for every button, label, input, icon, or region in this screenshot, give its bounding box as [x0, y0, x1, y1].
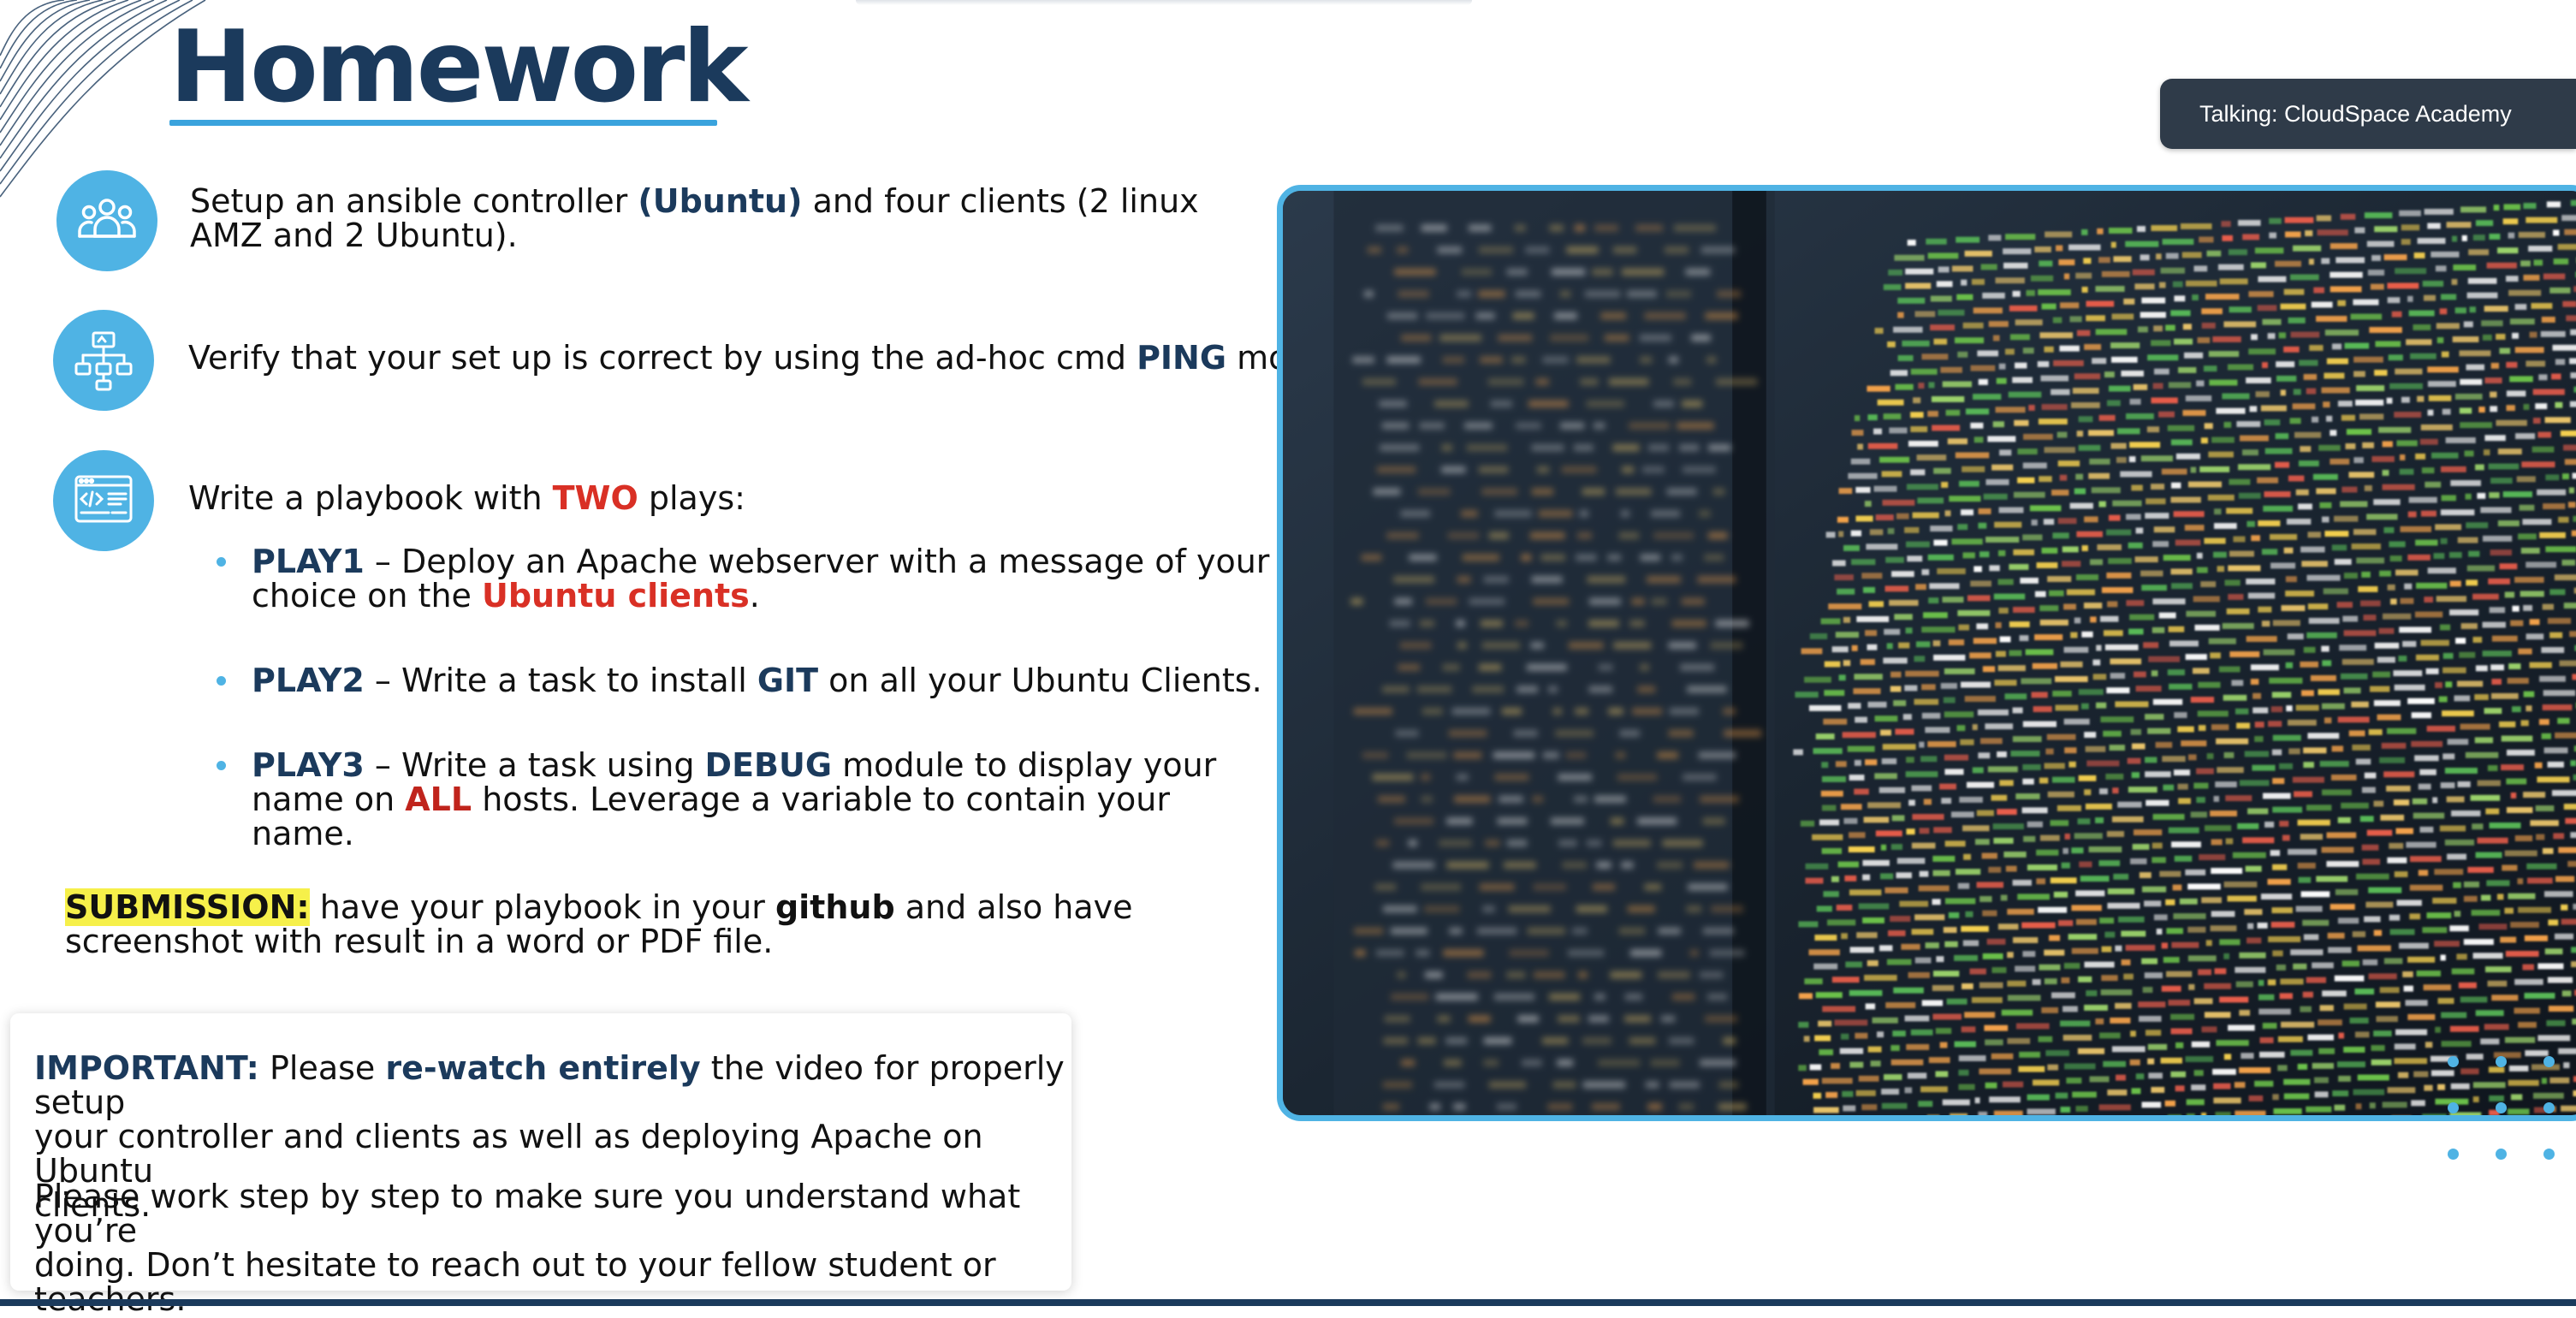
play2-text: PLAY2 – Write a task to install GIT on a…: [252, 663, 1262, 698]
bullet-icon: [217, 676, 226, 686]
task-playbook-text: Write a playbook with TWO plays:: [188, 481, 745, 515]
network-icon: [53, 310, 154, 411]
bullet-icon: [217, 761, 226, 770]
play3-text: PLAY3 – Write a task using DEBUG module …: [252, 748, 1216, 851]
important-paragraph-2: Please work step by step to make sure yo…: [34, 1179, 1071, 1316]
task-setup-text: Setup an ansible controller (Ubuntu) and…: [190, 184, 1199, 252]
play1-text: PLAY1 – Deploy an Apache webserver with …: [252, 544, 1269, 613]
page-title: Homework: [169, 12, 746, 123]
submission-label: SUBMISSION:: [65, 888, 310, 926]
top-edge-shadow: [856, 0, 1472, 5]
users-icon: [56, 170, 157, 271]
important-note-box: IMPORTANT: Please re-watch entirely the …: [10, 1013, 1071, 1291]
bottom-accent-bar: [0, 1299, 2576, 1306]
active-speaker-banner: Talking: CloudSpace Academy: [2160, 79, 2576, 149]
bullet-icon: [217, 557, 226, 567]
title-underline: [169, 120, 717, 126]
active-speaker-label: Talking: CloudSpace Academy: [2199, 101, 2512, 128]
code-window-icon: [53, 450, 154, 551]
task-verify-text: Verify that your set up is correct by us…: [188, 341, 1369, 375]
submission-text: SUBMISSION: have your playbook in your g…: [65, 890, 1133, 959]
code-screen-photo: [1277, 185, 2576, 1121]
